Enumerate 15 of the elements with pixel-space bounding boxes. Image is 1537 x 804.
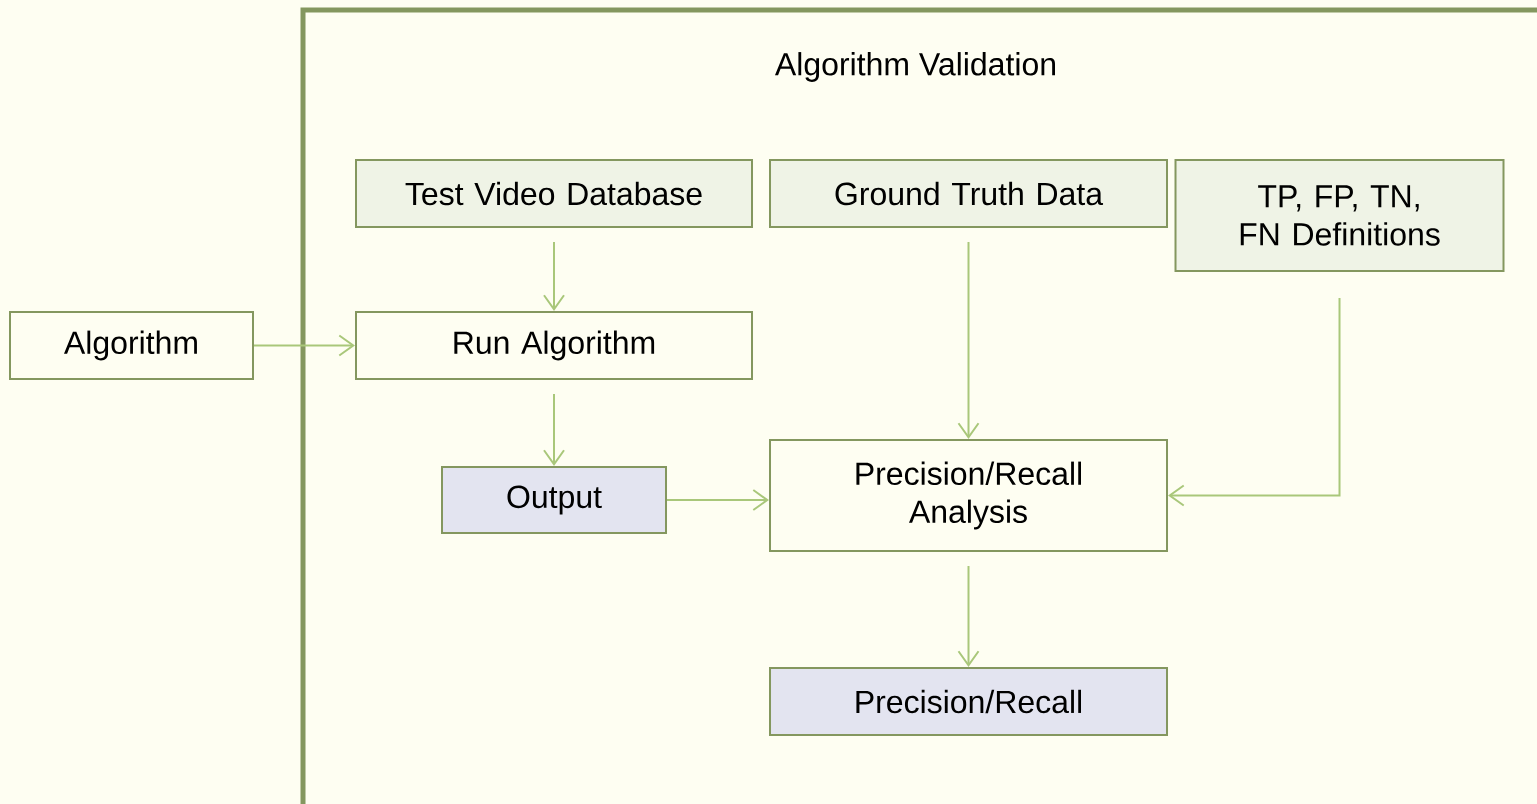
arrow — [957, 241, 980, 439]
input-box: TP, FP, TN, FN Definitions — [1174, 159, 1505, 272]
arrow — [543, 393, 565, 466]
arrow — [543, 241, 565, 311]
arrow — [253, 334, 355, 357]
process-box: Algorithm — [9, 311, 254, 380]
input-box: Ground Truth Data — [769, 159, 1168, 228]
result-box: Output — [441, 466, 667, 534]
result-box: Precision/Recall — [769, 667, 1168, 736]
arrow — [666, 489, 769, 511]
arrow — [957, 565, 980, 667]
arrow — [1168, 297, 1341, 507]
input-box: Test Video Database — [355, 159, 753, 228]
process-box: Precision/Recall Analysis — [769, 439, 1168, 552]
process-box: Run Algorithm — [355, 311, 753, 380]
